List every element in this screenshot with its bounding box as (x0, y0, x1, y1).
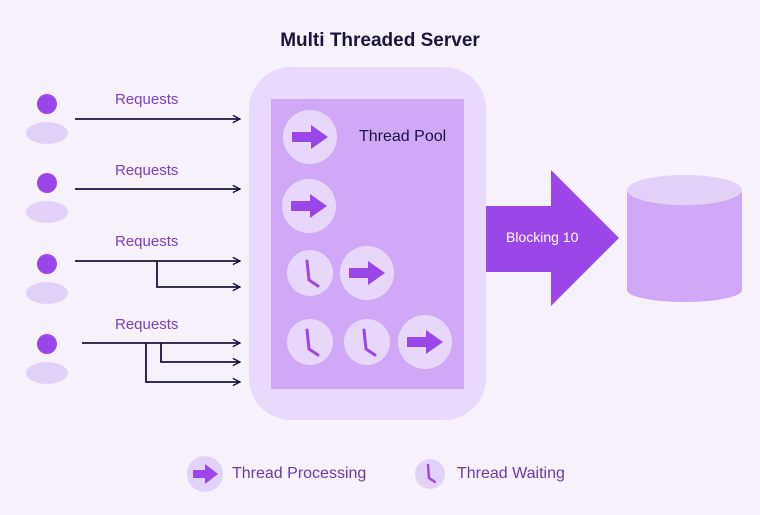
database-icon (627, 175, 742, 302)
request-arrow-branch (145, 343, 240, 382)
blocking-arrow (486, 170, 619, 306)
user-1 (26, 94, 68, 144)
arrow-right-icon (407, 330, 443, 354)
user-head (37, 334, 57, 354)
thread-processing-4 (398, 315, 452, 369)
user-head (37, 94, 57, 114)
arrow-right-icon (291, 194, 327, 218)
blocking-label: Blocking 10 (506, 229, 579, 245)
user-body (26, 362, 68, 384)
user-4 (26, 334, 68, 384)
request-label-4: Requests (115, 316, 179, 333)
thread-waiting-3 (344, 319, 390, 365)
thread-processing-1 (283, 110, 337, 164)
thread-processing-3 (340, 246, 394, 300)
arrow-right-icon (292, 125, 328, 149)
user-3 (26, 254, 68, 304)
arrow-right-icon (193, 464, 218, 484)
user-head (37, 254, 57, 274)
user-2 (26, 173, 68, 223)
user-body (26, 201, 68, 223)
user-head (37, 173, 57, 193)
clock-icon (426, 463, 437, 484)
thread-pool-label: Thread Pool (359, 128, 447, 145)
legend-waiting-icon (415, 459, 445, 489)
request-label-2: Requests (115, 162, 179, 179)
request-arrow-branch (156, 261, 240, 287)
legend-waiting-label: Thread Waiting (457, 465, 565, 482)
diagram-title: Multi Threaded Server (280, 30, 480, 51)
request-label-3: Requests (115, 233, 179, 250)
user-body (26, 122, 68, 144)
clock-icon (362, 328, 377, 357)
request-label-1: Requests (115, 91, 179, 108)
thread-waiting-1 (287, 250, 333, 296)
arrow-right-icon (349, 261, 385, 285)
clock-icon (305, 259, 320, 288)
legend-processing-icon (187, 456, 223, 492)
request-arrow-branch (160, 343, 240, 362)
thread-processing-2 (282, 179, 336, 233)
clock-icon (305, 328, 320, 357)
user-body (26, 282, 68, 304)
thread-waiting-2 (287, 319, 333, 365)
legend-processing-label: Thread Processing (232, 465, 367, 482)
